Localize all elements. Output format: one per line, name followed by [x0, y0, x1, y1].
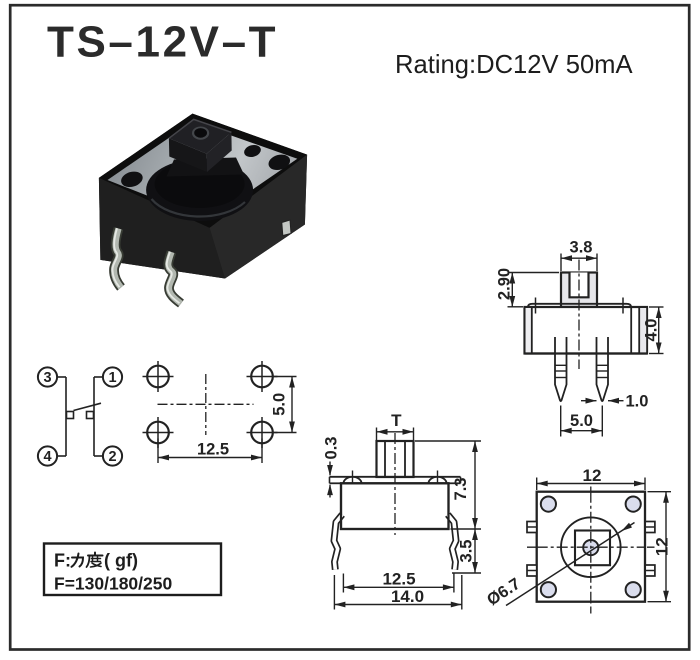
svg-text:2: 2: [108, 449, 116, 465]
svg-text:TS–12V–T: TS–12V–T: [47, 18, 278, 67]
svg-text:14.0: 14.0: [391, 587, 424, 606]
svg-text:5.0: 5.0: [271, 393, 289, 416]
svg-text:F=130/180/250: F=130/180/250: [54, 574, 172, 594]
svg-text:Rating:DC12V 50mA: Rating:DC12V 50mA: [395, 51, 633, 79]
svg-text:12.5: 12.5: [382, 570, 415, 589]
svg-text:0.3: 0.3: [323, 437, 341, 460]
svg-text:2.90: 2.90: [496, 268, 514, 300]
svg-text:3.8: 3.8: [570, 239, 593, 257]
svg-text:1.0: 1.0: [626, 393, 649, 411]
svg-text:( gf): ( gf): [104, 551, 138, 571]
svg-text:T: T: [391, 411, 402, 430]
svg-text:F:: F:: [54, 551, 71, 571]
svg-text:1: 1: [108, 370, 116, 386]
svg-text:12: 12: [653, 537, 672, 556]
svg-text:3: 3: [43, 370, 51, 386]
svg-text:4.0: 4.0: [643, 319, 661, 342]
svg-text:12.5: 12.5: [197, 441, 229, 459]
svg-text:4: 4: [43, 449, 51, 465]
svg-text:12: 12: [583, 466, 602, 485]
svg-text:3.5: 3.5: [458, 540, 476, 563]
svg-text:7.3: 7.3: [452, 478, 470, 501]
svg-text:5.0: 5.0: [570, 412, 593, 430]
